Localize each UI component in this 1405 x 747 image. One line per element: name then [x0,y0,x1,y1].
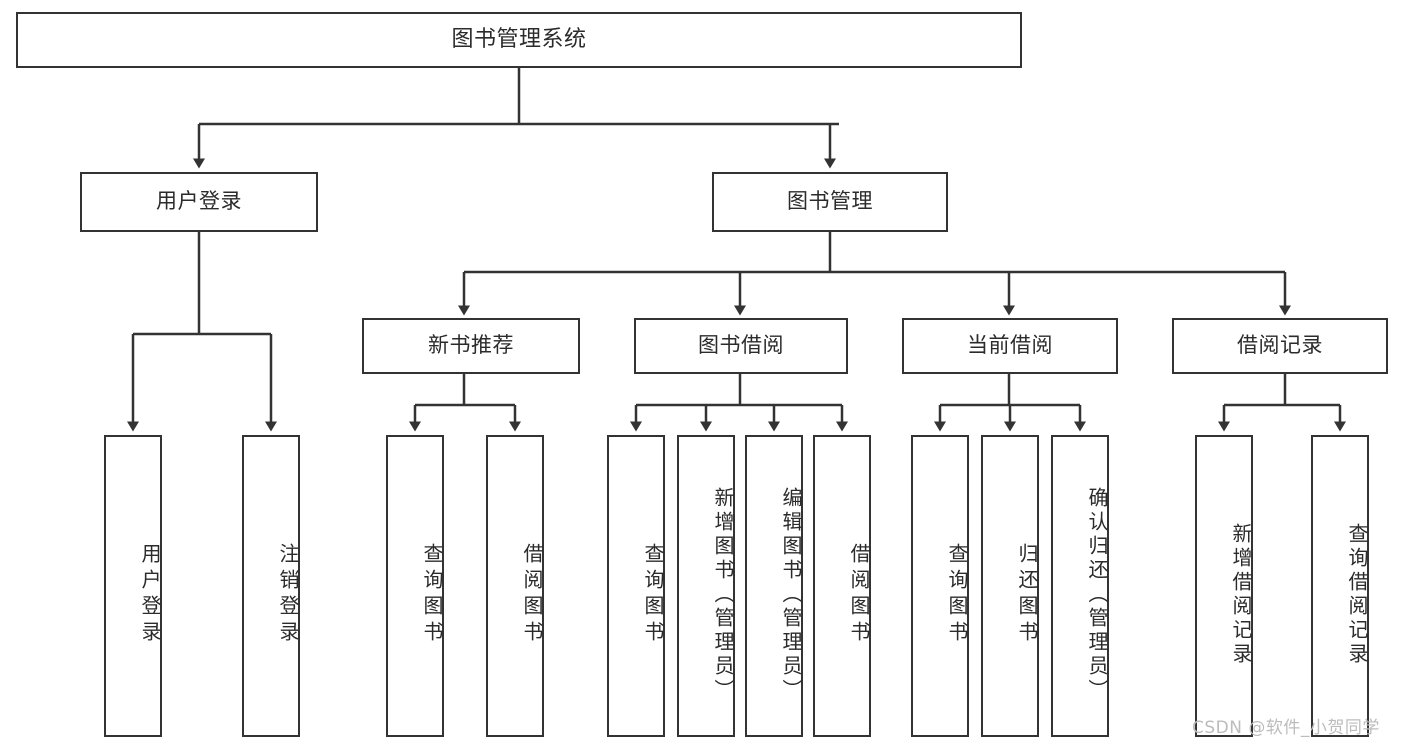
leaf-label: 新增图书（管理员） [711,487,735,703]
leaf-label: 查询图书 [945,543,969,647]
node-book-borrow-label: 图书借阅 [698,333,784,358]
leaf-query-book-bb[interactable]: 查询图书 [607,435,665,737]
leaf-label: 新增借阅记录 [1229,523,1253,667]
leaf-add-book-admin[interactable]: 新增图书（管理员） [677,435,735,737]
leaf-query-borrow-record[interactable]: 查询借阅记录 [1311,435,1369,737]
leaf-label: 查询图书 [641,543,665,647]
node-book-management[interactable]: 图书管理 [712,172,948,232]
node-current-borrow-label: 当前借阅 [967,333,1053,358]
node-new-book-recommend[interactable]: 新书推荐 [362,318,580,374]
leaf-return-book[interactable]: 归还图书 [981,435,1039,737]
leaf-query-book-cb[interactable]: 查询图书 [911,435,969,737]
leaf-label: 借阅图书 [847,543,871,647]
node-user-login[interactable]: 用户登录 [80,172,318,232]
node-book-management-label: 图书管理 [787,189,873,214]
leaf-label: 注销登录 [276,543,300,647]
leaf-borrow-book-nbr[interactable]: 借阅图书 [486,435,544,737]
leaf-label: 确认归还（管理员） [1085,487,1109,703]
leaf-user-login[interactable]: 用户登录 [104,435,162,737]
leaf-label: 归还图书 [1015,543,1039,647]
leaf-label: 编辑图书（管理员） [779,487,803,703]
leaf-label: 查询图书 [420,543,444,647]
node-current-borrow[interactable]: 当前借阅 [902,318,1118,374]
leaf-query-book-nbr[interactable]: 查询图书 [386,435,444,737]
leaf-label: 查询借阅记录 [1345,523,1369,667]
leaf-add-borrow-record[interactable]: 新增借阅记录 [1195,435,1253,737]
node-borrow-record-label: 借阅记录 [1237,333,1323,358]
node-new-book-recommend-label: 新书推荐 [428,333,514,358]
node-book-borrow[interactable]: 图书借阅 [634,318,848,374]
csdn-watermark: CSDN @软件_小贺同学 [1192,718,1380,738]
leaf-borrow-book-bb[interactable]: 借阅图书 [813,435,871,737]
node-root[interactable]: 图书管理系统 [16,12,1022,68]
leaf-confirm-return-admin[interactable]: 确认归还（管理员） [1051,435,1109,737]
leaf-edit-book-admin[interactable]: 编辑图书（管理员） [745,435,803,737]
leaf-label: 用户登录 [138,543,162,647]
node-root-label: 图书管理系统 [451,26,587,52]
node-user-login-label: 用户登录 [156,189,242,214]
leaf-label: 借阅图书 [520,543,544,647]
leaf-logout[interactable]: 注销登录 [242,435,300,737]
node-borrow-record[interactable]: 借阅记录 [1172,318,1388,374]
